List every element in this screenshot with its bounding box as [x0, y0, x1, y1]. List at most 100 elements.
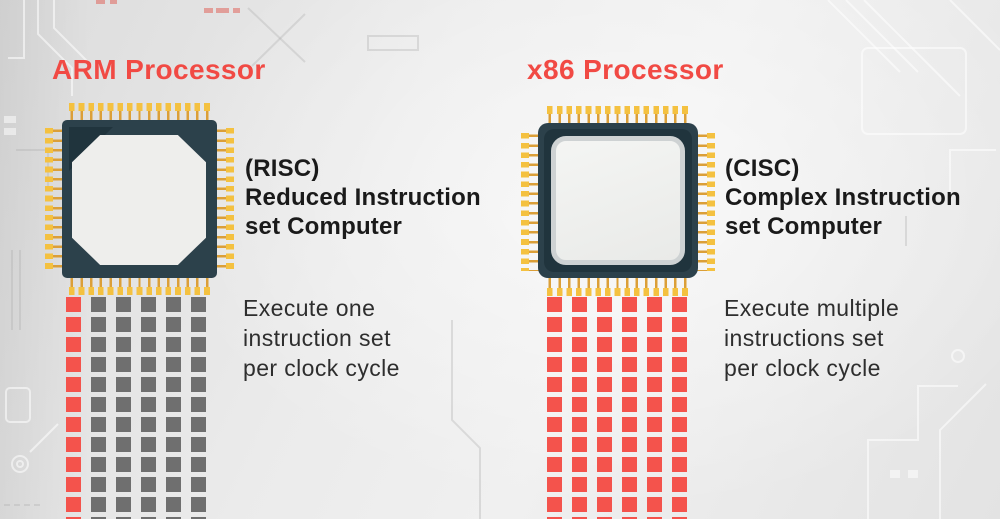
execution-line: Execute multiple [724, 295, 900, 321]
instruction-square [547, 437, 562, 452]
instruction-square [166, 357, 181, 372]
instruction-square [91, 497, 106, 512]
x86-chip-icon [521, 106, 715, 296]
instruction-square [622, 457, 637, 472]
instruction-square [141, 297, 156, 312]
definition-line: (CISC) [725, 155, 800, 182]
instruction-square [622, 417, 637, 432]
instruction-square [622, 477, 637, 492]
instruction-square [572, 457, 587, 472]
definition-line: set Computer [245, 213, 403, 240]
instruction-square [547, 317, 562, 332]
instruction-square [647, 397, 662, 412]
x86-execution-text: Execute multiple instructions set per cl… [724, 293, 899, 383]
definition-line: set Computer [725, 213, 883, 240]
instruction-square [91, 437, 106, 452]
instruction-square [141, 477, 156, 492]
chip-pins-top [67, 103, 212, 121]
instruction-square [191, 337, 206, 352]
instruction-square [91, 417, 106, 432]
instruction-square [116, 317, 131, 332]
instruction-square [597, 477, 612, 492]
instruction-square [166, 437, 181, 452]
instruction-square [647, 517, 662, 519]
instruction-square [622, 297, 637, 312]
instruction-square [141, 497, 156, 512]
instruction-square [672, 417, 687, 432]
instruction-square [66, 397, 81, 412]
instruction-square [141, 337, 156, 352]
instruction-square [141, 517, 156, 519]
instruction-square [191, 357, 206, 372]
instruction-square [597, 397, 612, 412]
instruction-square [597, 437, 612, 452]
instruction-square [647, 417, 662, 432]
instruction-square [166, 377, 181, 392]
instruction-square [572, 357, 587, 372]
arm-chip-icon [45, 103, 234, 295]
instruction-square [597, 457, 612, 472]
instruction-square [547, 337, 562, 352]
instruction-square [547, 357, 562, 372]
instruction-square [91, 457, 106, 472]
instruction-square [191, 377, 206, 392]
instruction-square [116, 297, 131, 312]
instruction-square [66, 477, 81, 492]
instruction-square [66, 317, 81, 332]
instruction-square [191, 437, 206, 452]
instruction-square [597, 417, 612, 432]
instruction-square [116, 377, 131, 392]
chip-pins-bottom [67, 277, 212, 295]
instruction-square [66, 497, 81, 512]
instruction-square [116, 457, 131, 472]
instruction-square [622, 497, 637, 512]
chip-body [62, 120, 217, 278]
instruction-square [647, 477, 662, 492]
instruction-square [91, 297, 106, 312]
instruction-square [572, 517, 587, 519]
instruction-square [166, 397, 181, 412]
instruction-square [191, 517, 206, 519]
instruction-square [91, 357, 106, 372]
chip-pins-right [216, 126, 234, 272]
instruction-square [672, 497, 687, 512]
instruction-square [672, 337, 687, 352]
instruction-square [66, 357, 81, 372]
instruction-square [622, 377, 637, 392]
instruction-square [572, 317, 587, 332]
instruction-square [672, 477, 687, 492]
instruction-square [622, 437, 637, 452]
panel-x86: x86 Processor (CISC) Complex Instruction… [481, 0, 962, 519]
instruction-square [116, 437, 131, 452]
execution-line: instructions set [724, 325, 884, 351]
instruction-square [647, 437, 662, 452]
instruction-square [66, 457, 81, 472]
instruction-square [647, 317, 662, 332]
instruction-square [141, 437, 156, 452]
panel-arm: ARM Processor (RISC) Reduced Instruction… [0, 0, 481, 519]
instruction-square [166, 497, 181, 512]
instruction-square [91, 517, 106, 519]
instruction-square [597, 297, 612, 312]
instruction-square [91, 337, 106, 352]
instruction-square [597, 497, 612, 512]
instruction-square [191, 297, 206, 312]
instruction-square [572, 417, 587, 432]
instruction-square [672, 517, 687, 519]
instruction-square [547, 377, 562, 392]
chip-pins-right [697, 131, 715, 271]
instruction-square [597, 337, 612, 352]
chip-pins-bottom [545, 278, 691, 296]
instruction-square [66, 297, 81, 312]
instruction-square [116, 397, 131, 412]
instruction-square [66, 417, 81, 432]
chip-pins-left [45, 126, 63, 272]
instruction-square [547, 517, 562, 519]
definition-line: Reduced Instruction [245, 184, 481, 211]
instruction-square [572, 377, 587, 392]
instruction-square [672, 317, 687, 332]
instruction-square [66, 377, 81, 392]
arm-instruction-grid [66, 297, 206, 519]
